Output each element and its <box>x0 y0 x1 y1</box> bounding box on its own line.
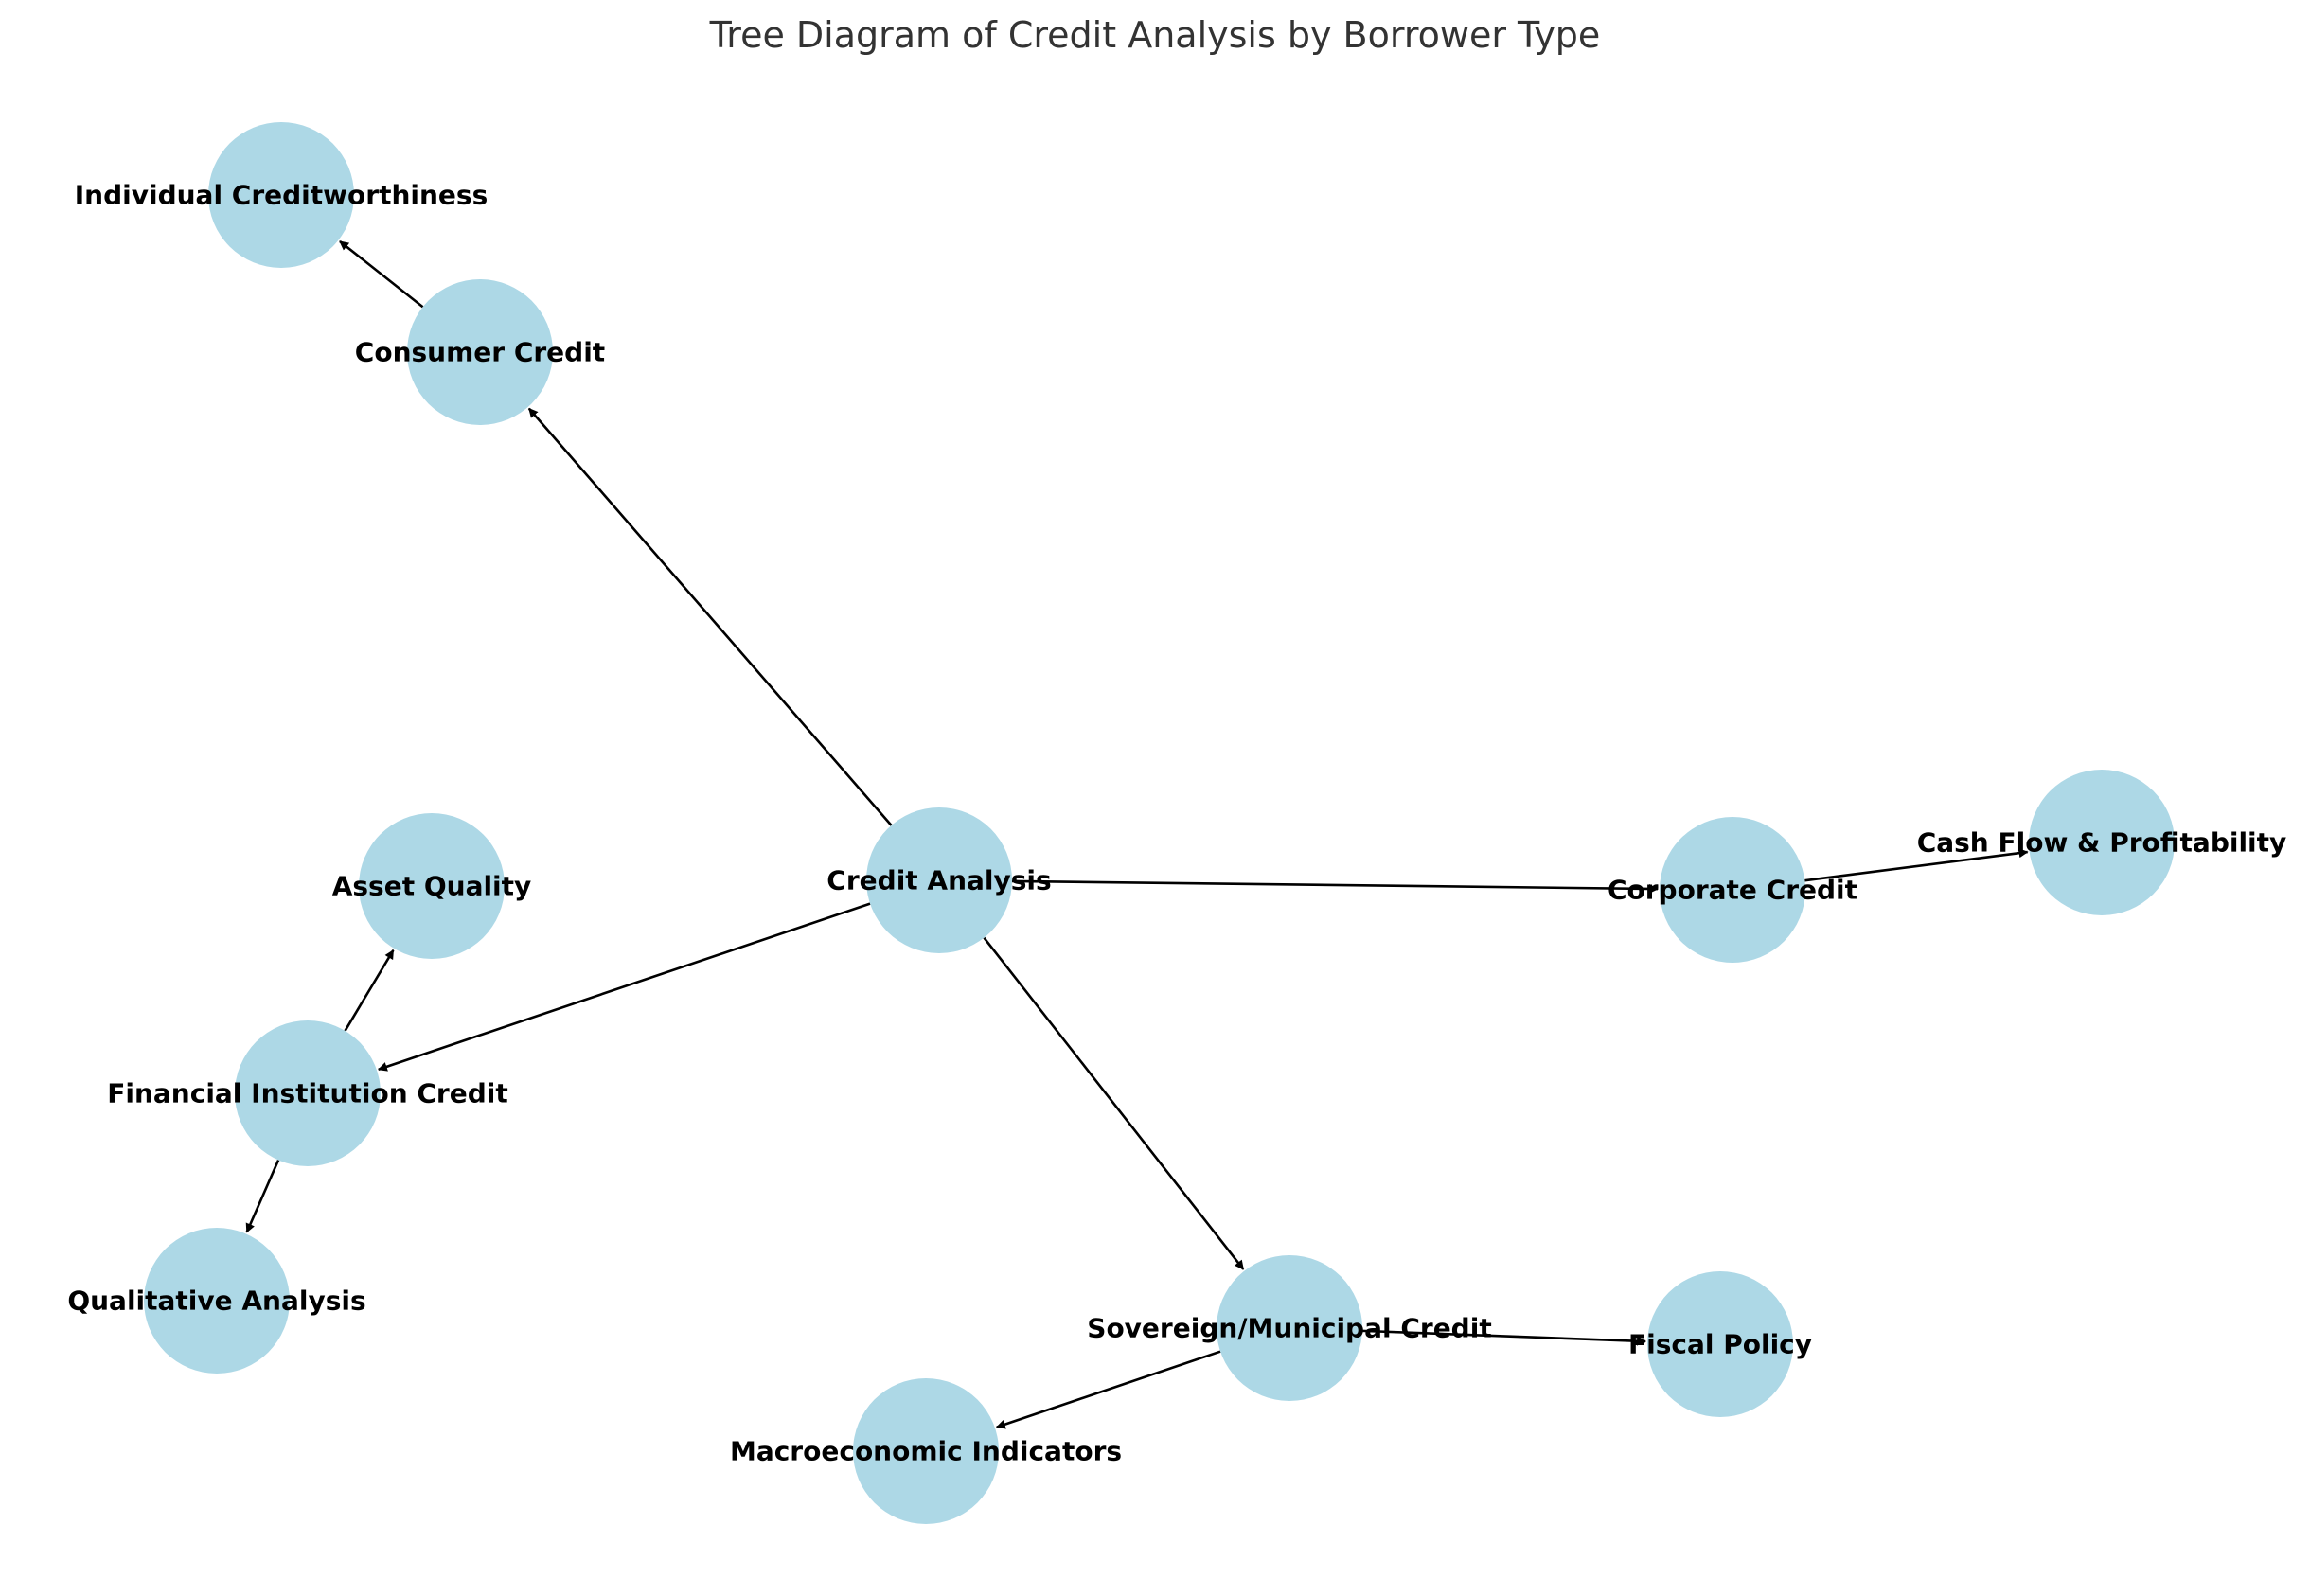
edge-financial-institution-credit-to-asset-quality <box>344 949 395 1032</box>
diagram-title: Tree Diagram of Credit Analysis by Borro… <box>709 14 1601 56</box>
edge-corporate-credit-to-cash-flow-profitability <box>1804 848 2029 882</box>
edge-credit-analysis-to-sovereign-municipal-credit <box>983 936 1245 1270</box>
edge-credit-analysis-to-corporate-credit <box>1011 879 1660 894</box>
edge-consumer-credit-to-individual-creditworthiness <box>339 239 424 309</box>
node-label-sovereign-municipal-credit: Sovereign/Municipal Credit <box>1087 1313 1491 1344</box>
node-label-corporate-credit: Corporate Credit <box>1608 875 1857 906</box>
edges-layer <box>245 239 2029 1429</box>
node-consumer-credit <box>407 279 553 425</box>
node-label-cash-flow-profitability: Cash Flow & Profitability <box>1917 827 2287 859</box>
node-label-fiscal-policy: Fiscal Policy <box>1628 1329 1812 1360</box>
edge-sovereign-municipal-credit-to-macroeconomic-indicators <box>995 1350 1221 1429</box>
node-label-qualitative-analysis: Qualitative Analysis <box>67 1286 365 1317</box>
node-financial-institution-credit <box>235 1020 381 1166</box>
node-asset-quality <box>359 813 505 959</box>
nodes-layer <box>144 122 2175 1524</box>
node-sovereign-municipal-credit <box>1217 1255 1362 1401</box>
node-credit-analysis <box>866 807 1012 953</box>
node-label-credit-analysis: Credit Analysis <box>826 865 1051 896</box>
node-label-consumer-credit: Consumer Credit <box>355 337 605 368</box>
node-label-financial-institution-credit: Financial Institution Credit <box>107 1078 508 1109</box>
edge-credit-analysis-to-consumer-credit <box>527 407 893 826</box>
node-label-asset-quality: Asset Quality <box>332 871 532 902</box>
labels-layer: Credit Analysis Consumer Credit Individual… <box>67 180 2286 1467</box>
node-fiscal-policy <box>1647 1271 1793 1417</box>
edge-sovereign-municipal-credit-to-fiscal-policy <box>1361 1329 1647 1346</box>
node-macroeconomic-indicators <box>853 1378 999 1524</box>
edge-credit-analysis-to-financial-institution-credit <box>377 902 871 1072</box>
node-qualitative-analysis <box>144 1228 290 1374</box>
node-cash-flow-profitability <box>2029 770 2175 915</box>
node-corporate-credit <box>1660 817 1805 963</box>
node-label-individual-creditworthiness: Individual Creditworthiness <box>75 180 489 211</box>
edge-financial-institution-credit-to-qualitative-analysis <box>245 1160 280 1233</box>
node-label-macroeconomic-indicators: Macroeconomic Indicators <box>730 1436 1122 1467</box>
node-individual-creditworthiness <box>208 122 354 268</box>
